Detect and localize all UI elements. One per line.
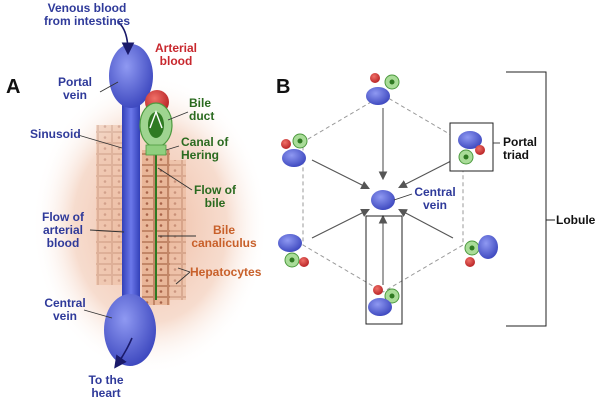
label-arterial-blood: Arterial blood bbox=[154, 41, 198, 68]
label-to-the-heart: To the heart bbox=[88, 373, 124, 400]
label-hepatocytes: Hepatocytes bbox=[190, 265, 262, 279]
hepatocyte-plate-left bbox=[96, 125, 124, 285]
portal-triad-lower-right bbox=[464, 235, 498, 267]
label-sinusoid: Sinusoid bbox=[30, 127, 81, 141]
central-vein-b bbox=[371, 190, 395, 210]
label-venous-blood: Venous blood from intestines bbox=[44, 1, 131, 28]
panel-label-b: B bbox=[276, 76, 291, 98]
portal-triad-lower-left bbox=[278, 234, 309, 268]
panel-a-leaders bbox=[77, 81, 196, 319]
lobule-bracket bbox=[506, 71, 547, 327]
portal-vein-shape bbox=[109, 44, 153, 108]
bile-duct-shape bbox=[139, 102, 173, 156]
portal-triad-top bbox=[366, 73, 400, 105]
label-canal-of-hering: Canal of Hering bbox=[181, 135, 229, 162]
label-portal-triad: Portal triad bbox=[503, 135, 538, 162]
label-bile-canaliculus: Bile canaliculus bbox=[191, 223, 257, 250]
venous-inflow-arrow bbox=[117, 21, 135, 56]
central-vein-leader bbox=[393, 193, 413, 201]
central-vein-shape bbox=[104, 294, 156, 366]
portal-triad-bottom-boxed bbox=[365, 215, 403, 325]
label-central-vein-b: Central vein bbox=[414, 185, 456, 212]
label-lobule: Lobule bbox=[556, 213, 596, 227]
label-flow-of-arterial-blood: Flow of arterial blood bbox=[42, 210, 84, 250]
panel-label-a: A bbox=[6, 76, 21, 98]
label-flow-of-bile: Flow of bile bbox=[194, 183, 236, 210]
label-central-vein-a: Central vein bbox=[44, 296, 86, 323]
hepatocyte-plate-right-outer bbox=[170, 160, 186, 300]
sinusoid-tube bbox=[122, 80, 140, 320]
label-bile-duct: Bile duct bbox=[189, 96, 215, 123]
label-portal-vein: Portal vein bbox=[57, 75, 92, 102]
portal-triad-upper-right-boxed bbox=[449, 122, 500, 172]
portal-triad-upper-left bbox=[281, 133, 308, 167]
flow-arrows bbox=[311, 108, 454, 285]
outflow-arrow bbox=[114, 337, 133, 369]
